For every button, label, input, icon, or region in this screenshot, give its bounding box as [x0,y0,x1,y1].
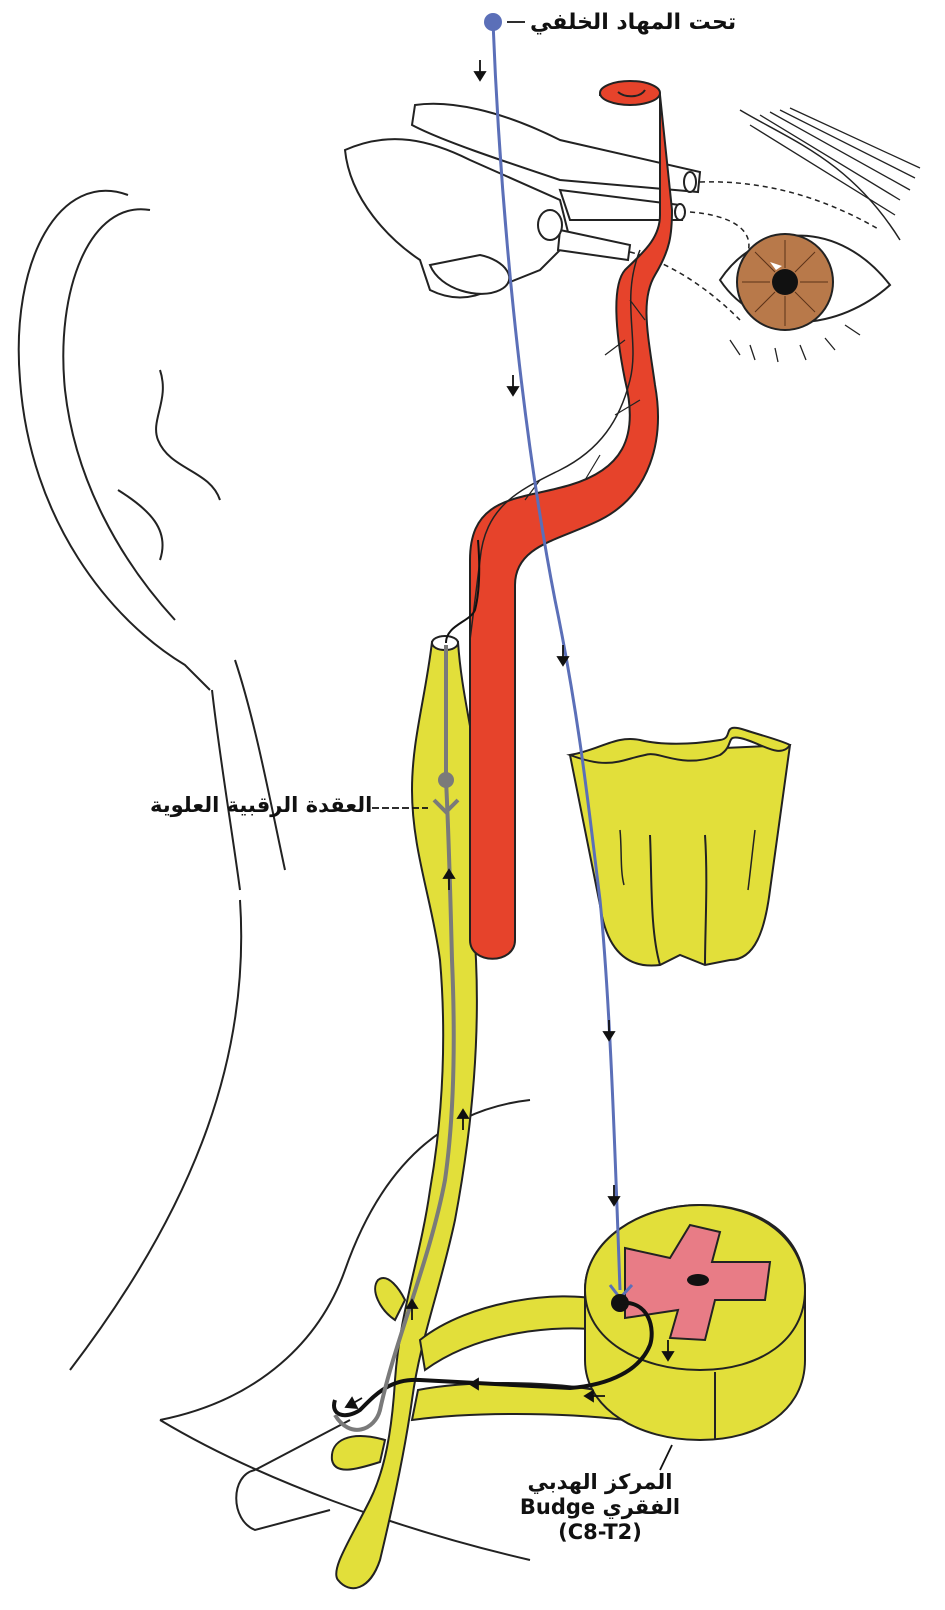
ear-outline [17,189,286,891]
orbit-structures [343,102,881,321]
superior-ganglion-neuron-body [438,772,454,788]
spinal-cord-segment [583,1203,807,1442]
vertebra-block [566,726,792,967]
central-canal [687,1274,709,1286]
eye [718,107,921,363]
hypothalamus-label: تحت المهاد الخلفي [530,10,737,35]
direction-arrows [344,60,675,1410]
budge-center-line2: الفقري Budge [519,1494,681,1519]
hypothalamus-neuron-body [484,13,502,31]
budge-center-line3: (C8-T2) [558,1519,642,1544]
leader-lines [372,21,673,1471]
second-order-neuron [332,1294,654,1418]
budge-center-line1: المركز الهدبي [527,1470,673,1494]
superior-cervical-ganglion-label: العقدة الرقبية العلوية [150,793,373,817]
pupil [772,269,798,295]
budge-center-label: المركز الهدبي الفقري Budge (C8-T2) [505,1470,695,1544]
carotid-artery [469,80,674,960]
